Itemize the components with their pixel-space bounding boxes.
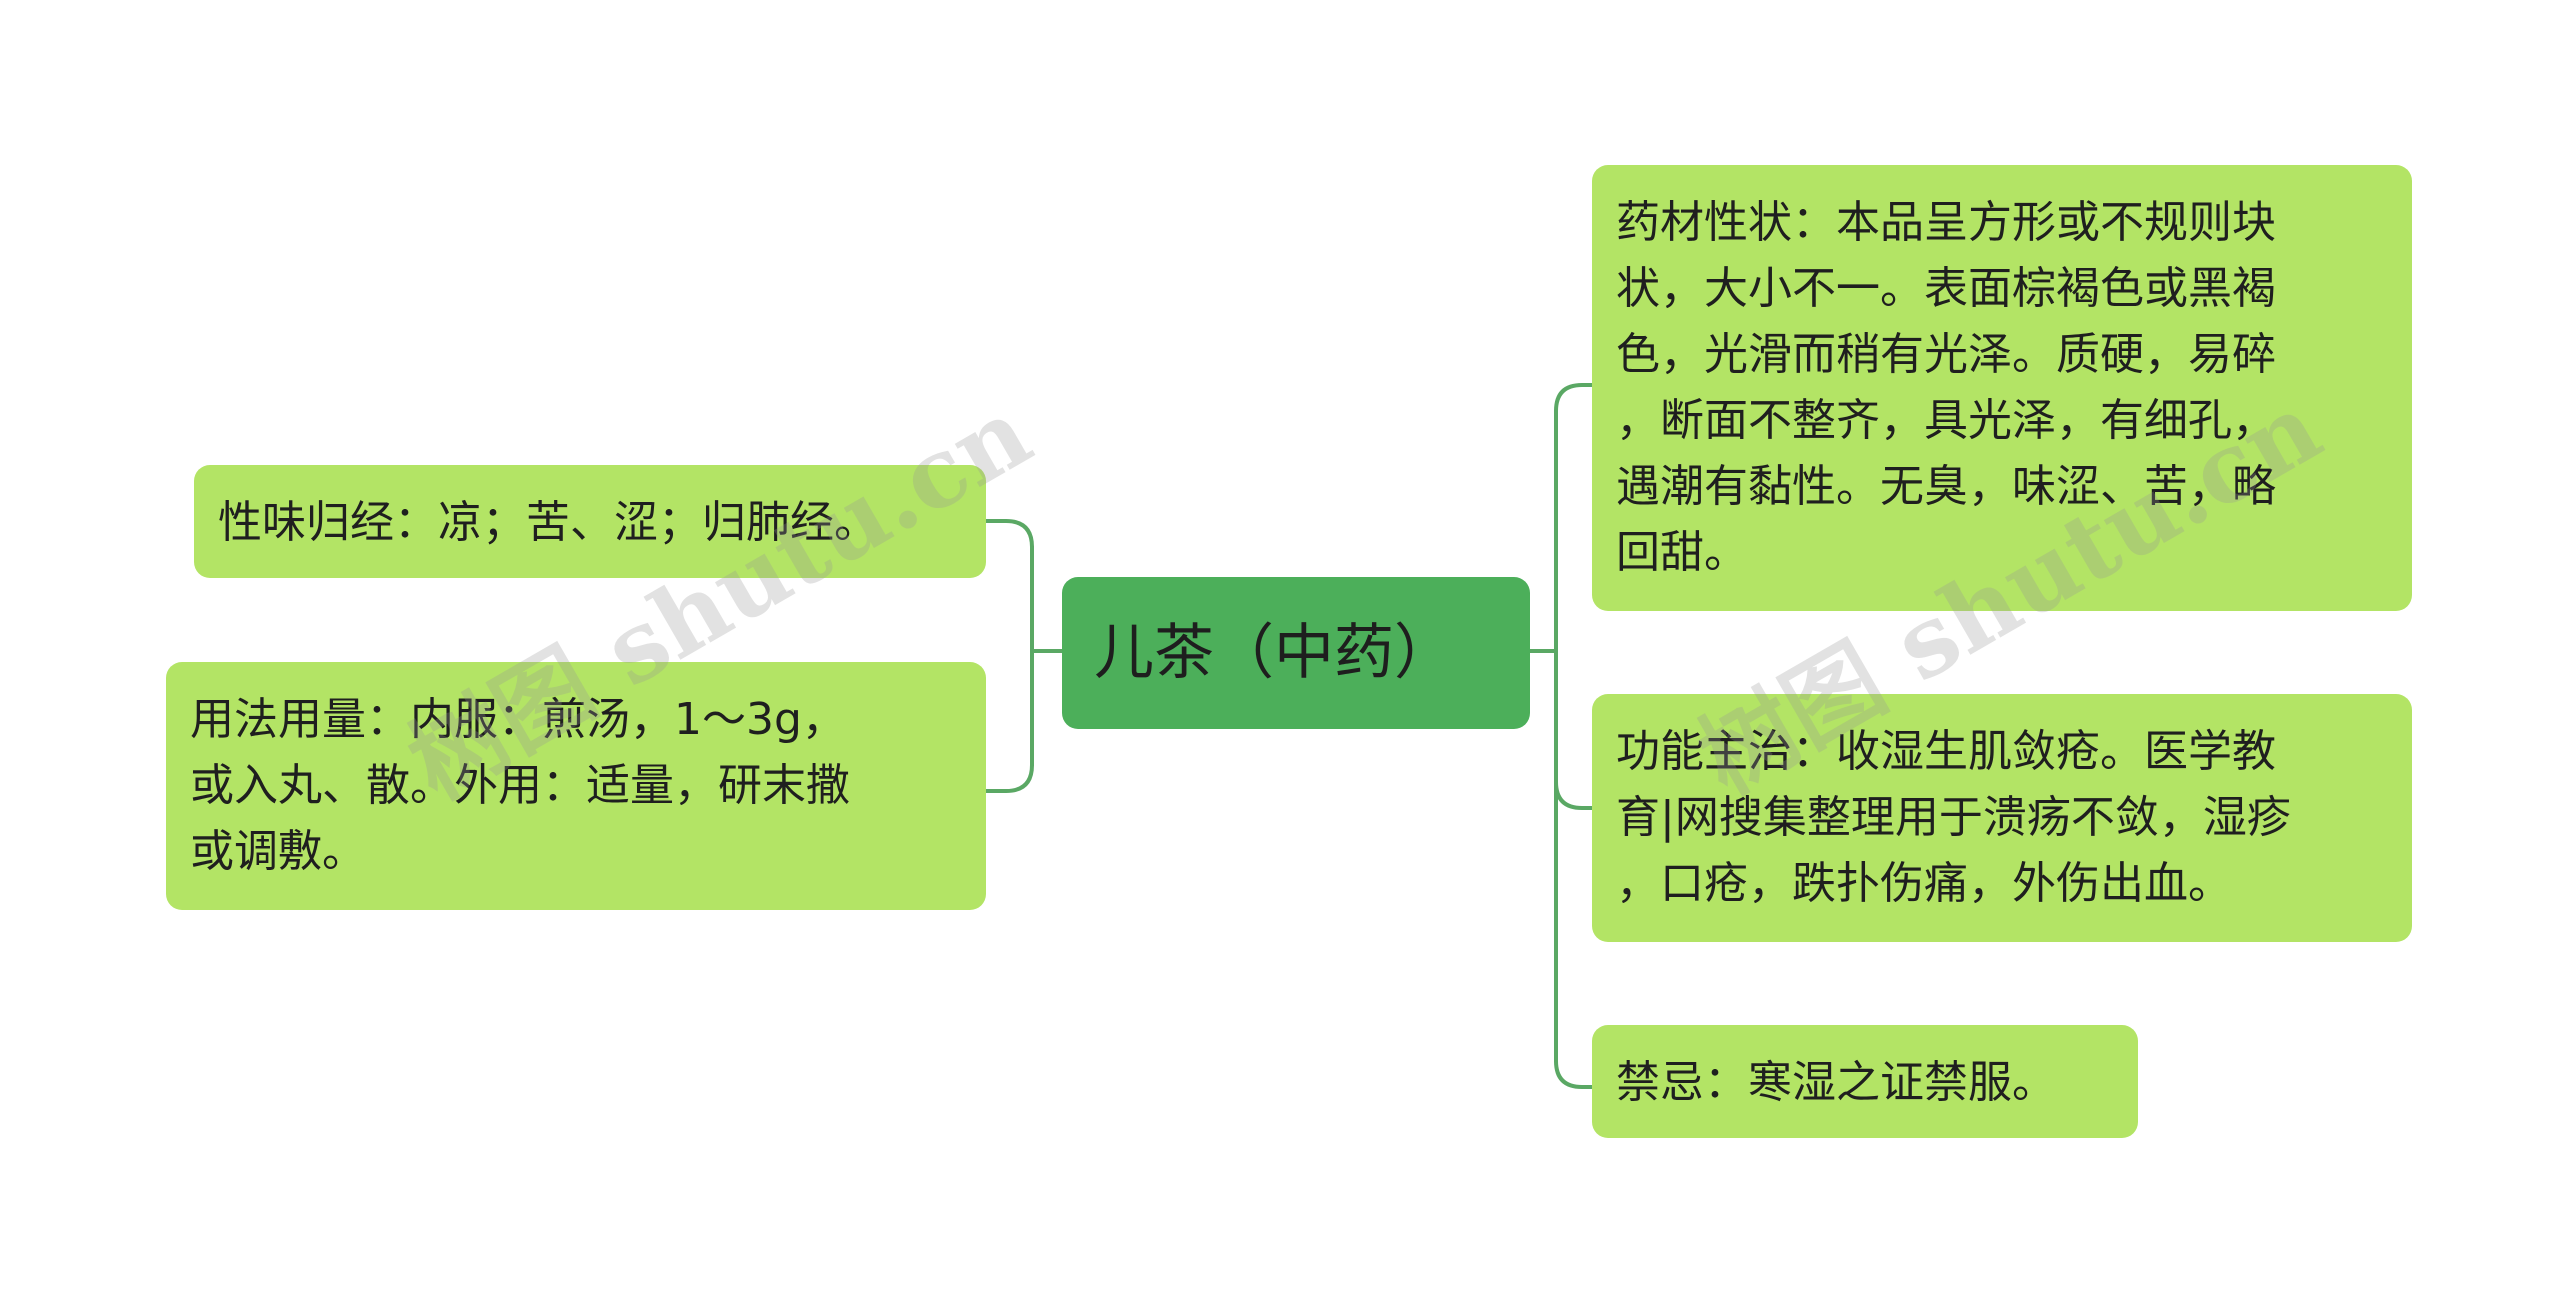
connector-left-1 bbox=[984, 519, 1034, 549]
topic-usage-dosage[interactable]: 用法用量：内服：煎汤，1～3g， 或入丸、散。外用：适量，研末撒 或调敷。 bbox=[166, 662, 986, 910]
topic-text-line: 药材性状：本品呈方形或不规则块 bbox=[1616, 197, 2276, 248]
topic-text-line: 遇潮有黏性。无臭，味涩、苦，略 bbox=[1616, 461, 2276, 512]
topic-text-line: ，断面不整齐，具光泽，有细孔， bbox=[1616, 395, 2276, 446]
topic-text-line: 用法用量：内服：煎汤，1～3g， bbox=[190, 694, 846, 745]
topic-text-line: 禁忌：寒湿之证禁服。 bbox=[1616, 1057, 2056, 1108]
topic-material-characteristics[interactable]: 药材性状：本品呈方形或不规则块 状，大小不一。表面棕褐色或黑褐 色，光滑而稍有光… bbox=[1592, 165, 2412, 611]
topic-functions-indications[interactable]: 功能主治：收湿生肌敛疮。医学教 育|网搜集整理用于溃疡不敛，湿疹 ，口疮，跌扑伤… bbox=[1592, 694, 2412, 942]
topic-text-line: 或入丸、散。外用：适量，研末撒 bbox=[190, 760, 850, 811]
topic-contraindications[interactable]: 禁忌：寒湿之证禁服。 bbox=[1592, 1025, 2138, 1138]
root-label: 儿茶（中药） bbox=[1094, 618, 1454, 688]
topic-text-line: 性味归经：凉；苦、涩；归肺经。 bbox=[218, 497, 878, 548]
topic-text-line: 功能主治：收湿生肌敛疮。医学教 bbox=[1616, 726, 2276, 777]
topic-properties-meridians[interactable]: 性味归经：凉；苦、涩；归肺经。 bbox=[194, 465, 986, 578]
topic-text-line: 或调敷。 bbox=[190, 826, 366, 877]
topic-text-line: ，口疮，跌扑伤痛，外伤出血。 bbox=[1616, 858, 2232, 909]
topic-text-line: 色，光滑而稍有光泽。质硬，易碎 bbox=[1616, 329, 2276, 380]
connector-right-1 bbox=[1554, 383, 1594, 413]
root-topic[interactable]: 儿茶（中药） bbox=[1062, 577, 1530, 729]
topic-text-line: 育|网搜集整理用于溃疡不敛，湿疹 bbox=[1616, 792, 2291, 843]
connector-right-3 bbox=[1554, 1059, 1594, 1089]
connector-right-2 bbox=[1554, 780, 1594, 810]
connector-left-2 bbox=[984, 763, 1034, 793]
topic-text-line: 回甜。 bbox=[1616, 527, 1748, 578]
topic-text-line: 状，大小不一。表面棕褐色或黑褐 bbox=[1616, 263, 2276, 314]
